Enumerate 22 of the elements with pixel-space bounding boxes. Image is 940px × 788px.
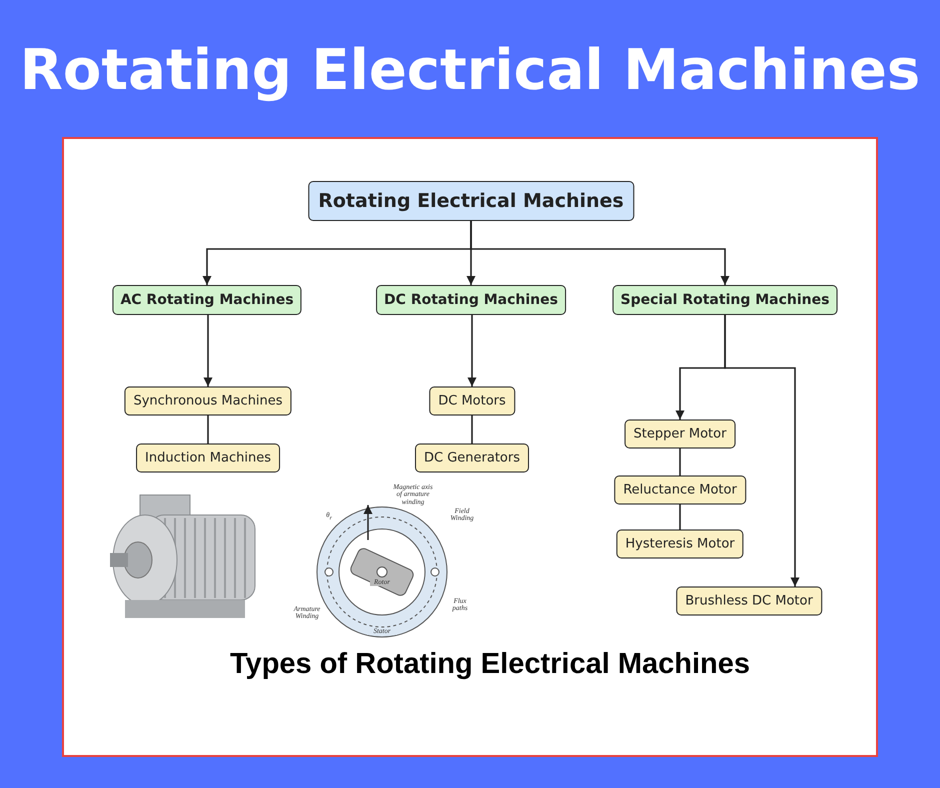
connector-line (679, 448, 681, 476)
type-box: Hysteresis Motor (616, 530, 744, 558)
type-box: DC Generators (415, 444, 529, 472)
caption: Types of Rotating Electrical Machines (229, 648, 751, 681)
type-box: Induction Machines (136, 444, 280, 472)
root-box: Rotating Electrical Machines (308, 181, 634, 221)
arrow (204, 315, 212, 386)
category-box: Special Rotating Machines (612, 285, 838, 315)
type-box: Stepper Motor (624, 420, 736, 448)
type-box: DC Motors (429, 386, 515, 416)
page-title: Rotating Electrical Machines (18, 38, 922, 103)
arrow (470, 221, 730, 285)
arrow (724, 315, 800, 586)
category-box: AC Rotating Machines (112, 285, 302, 315)
category-box: DC Rotating Machines (376, 285, 566, 315)
type-box: Synchronous Machines (124, 386, 292, 416)
type-box: Brushless DC Motor (676, 586, 822, 616)
connector-line (471, 416, 473, 444)
arrow (468, 315, 476, 386)
connector-line (679, 504, 681, 530)
connector-line (207, 416, 209, 444)
type-box: Reluctance Motor (614, 476, 746, 504)
